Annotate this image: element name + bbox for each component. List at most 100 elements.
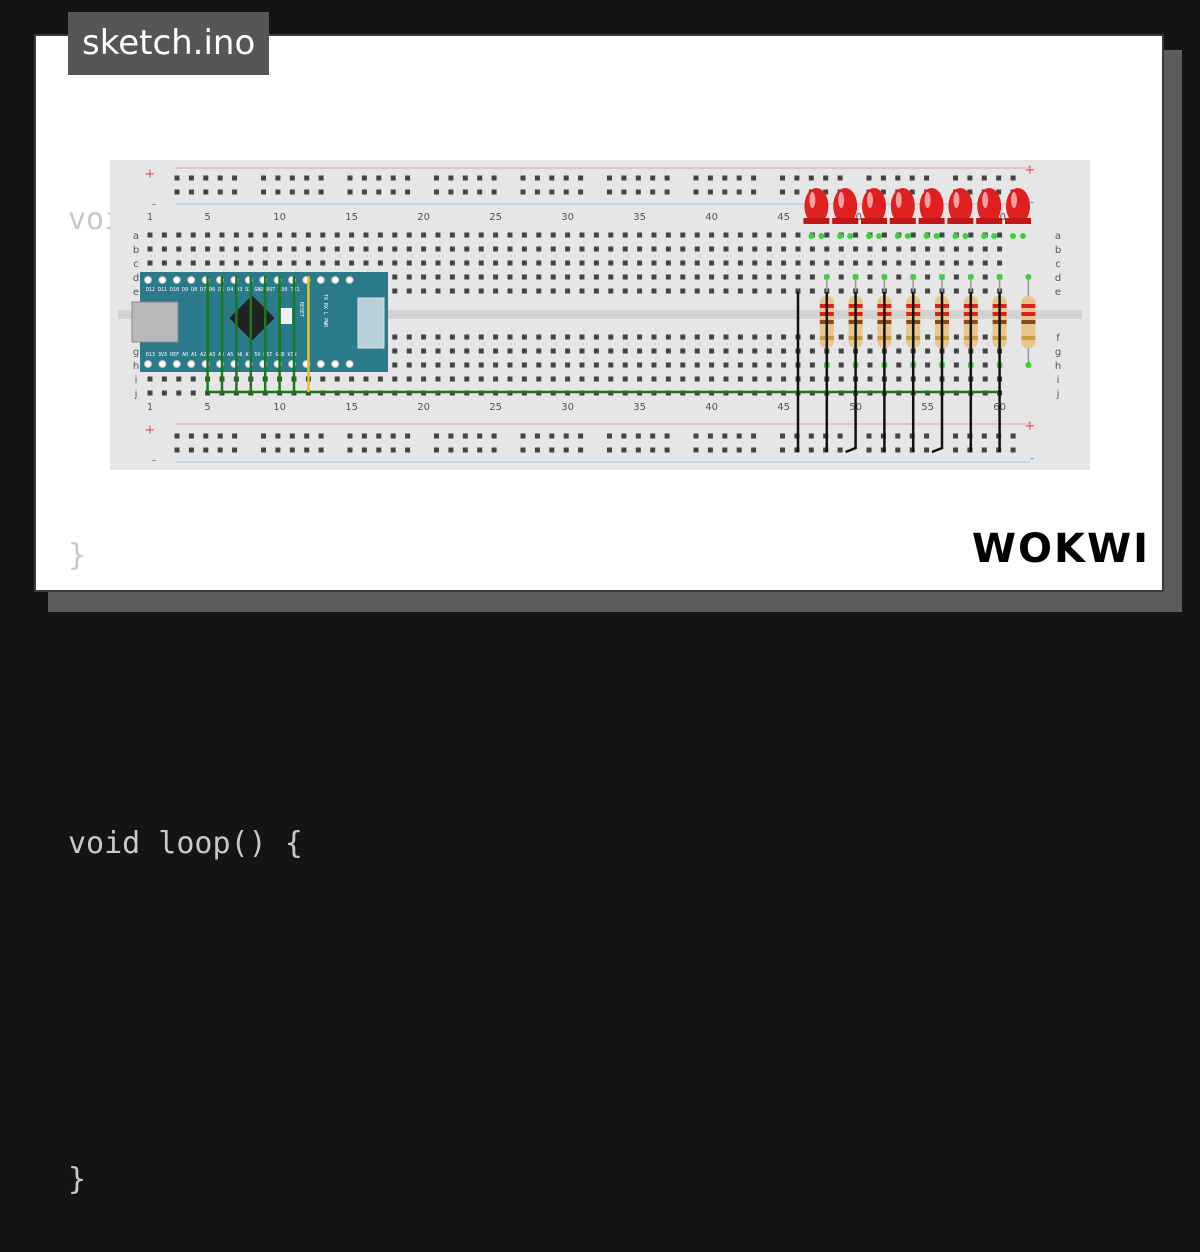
breadboard-hole [277,246,283,252]
breadboard-hole [521,246,527,252]
breadboard-hole [680,376,686,382]
rail-hole [722,447,728,453]
breadboard-hole [723,348,729,354]
rail-hole [981,175,987,181]
breadboard-hole [838,362,844,368]
breadboard-hole [737,362,743,368]
row-label: i [135,375,138,386]
breadboard-hole [910,246,916,252]
breadboard-hole [147,376,153,382]
column-label: 1 [147,212,153,223]
rail-hole [650,447,656,453]
breadboard-hole [161,390,167,396]
rail-hole [217,175,223,181]
breadboard-hole [737,260,743,266]
rail-hole [953,175,958,181]
breadboard-hole [694,362,700,368]
rail-plus-label: + [145,167,156,182]
breadboard-hole [665,348,671,354]
breadboard-hole [622,334,628,340]
led-highlight [1011,192,1017,208]
breadboard-hole [349,376,355,382]
breadboard-hole [406,246,412,252]
breadboard-hole [507,288,513,294]
file-tab[interactable]: sketch.ino [68,12,270,75]
breadboard-hole [377,246,383,252]
wire-black [931,292,944,454]
breadboard-hole [809,288,815,294]
breadboard-hole [925,376,931,382]
breadboard-hole [435,376,441,382]
arduino-pin [316,276,325,284]
led-base [889,218,916,224]
rail-minus-label: - [1030,451,1034,465]
rail-hole [909,175,915,181]
breadboard-hole [694,334,700,340]
breadboard-hole [939,260,945,266]
breadboard-hole [982,274,988,280]
rail-hole [549,175,555,181]
rail-hole [967,189,973,195]
rail-hole [866,433,872,439]
breadboard-hole [406,376,412,382]
breadboard-hole [752,260,758,266]
rail-hole [434,189,439,195]
breadboard-hole [651,376,657,382]
breadboard-hole [449,348,455,354]
breadboard-hole [190,376,196,382]
breadboard-hole [752,348,758,354]
breadboard-hole [853,232,859,238]
breadboard-hole [781,274,787,280]
breadboard-hole [579,334,585,340]
arduino-pin [187,276,196,284]
led-highlight [867,192,873,208]
rail-hole [462,433,468,439]
rail-hole [188,433,194,439]
breadboard-hole [262,232,268,238]
breadboard-hole [637,246,643,252]
breadboard-hole [565,260,571,266]
breadboard-hole [723,288,729,294]
breadboard-hole [449,288,455,294]
rail-hole [448,433,454,439]
rail-hole [563,433,569,439]
breadboard-hole [910,232,916,238]
rail-hole [174,175,180,181]
breadboard-hole [521,376,527,382]
rail-hole [751,447,757,453]
row-label: i [1057,375,1060,386]
breadboard-hole [651,274,657,280]
breadboard-hole [550,260,556,266]
breadboard-hole [305,232,311,238]
breadboard-hole [824,260,830,266]
led-base [976,218,1003,224]
rail-hole [808,175,814,181]
breadboard-hole [392,232,398,238]
resistor-band [1021,304,1036,308]
breadboard-hole [493,362,499,368]
breadboard-circuit[interactable]: ++++----11551010151520202525303035354040… [110,160,1090,470]
rail-hole [794,175,800,181]
rail-hole [477,447,483,453]
row-label: c [1055,259,1061,270]
row-label: j [1056,389,1060,400]
row-label: h [133,361,139,372]
code-line: } [68,1162,87,1197]
breadboard-hole [536,246,542,252]
rail-hole [967,175,973,181]
breadboard-hole [665,334,671,340]
breadboard-hole [478,260,484,266]
breadboard-hole [579,362,585,368]
breadboard-hole [809,334,815,340]
resistor-pin [1025,362,1032,368]
column-label: 50 [849,212,862,223]
icsp-header [357,297,385,349]
breadboard-hole [838,376,844,382]
breadboard-hole [291,246,297,252]
rail-hole [304,189,310,195]
breadboard-hole [982,334,988,340]
breadboard-hole [795,260,801,266]
breadboard-hole [521,348,527,354]
rail-hole [491,433,497,439]
breadboard-hole [190,232,196,238]
